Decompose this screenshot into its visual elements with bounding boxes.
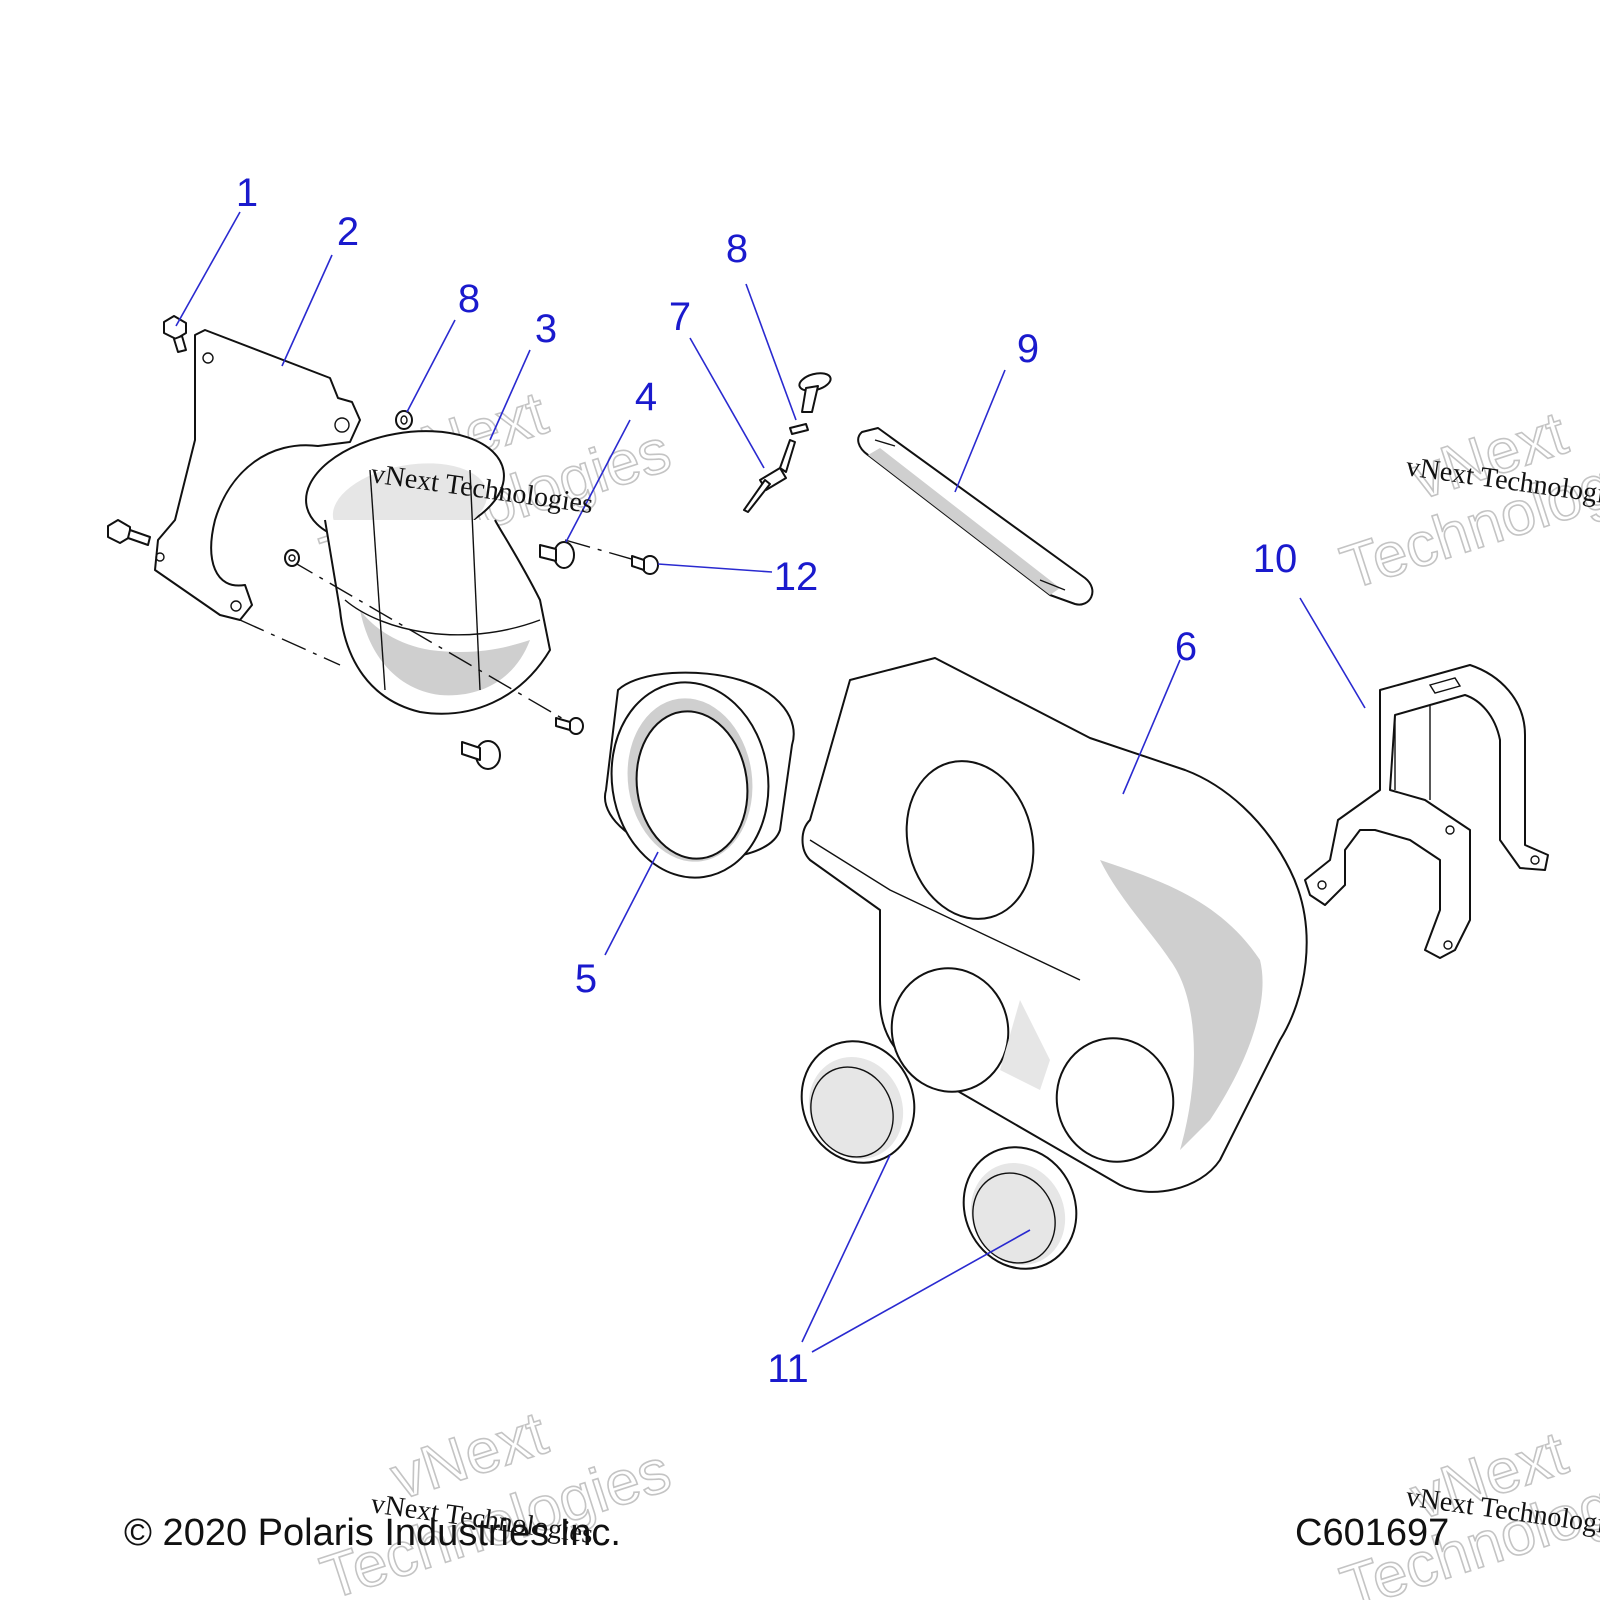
leader-7 (689, 337, 765, 469)
leader-8b (745, 283, 797, 421)
callout-10: 10 (1253, 537, 1298, 581)
leader-11a (801, 1154, 891, 1343)
callout-1: 1 (236, 171, 258, 215)
leader-2 (281, 254, 333, 367)
copyright-text: © 2020 Polaris Industries Inc. (124, 1512, 621, 1554)
callout-2: 2 (337, 210, 359, 254)
leader-8a (406, 319, 456, 413)
callout-11: 11 (767, 1347, 809, 1391)
callout-7: 7 (669, 295, 691, 339)
leader-4 (565, 419, 631, 543)
part-screw-bottom (461, 740, 501, 770)
callout-6: 6 (1175, 625, 1197, 669)
part-strap-9 (857, 427, 1094, 606)
leader-3 (489, 349, 531, 441)
leader-lines (175, 211, 1366, 1353)
part-grommet-11b (962, 1146, 1078, 1270)
part-airbox-housing-6 (801, 657, 1308, 1193)
part-bolt-left (107, 519, 151, 546)
callout-8b: 8 (726, 227, 748, 271)
centerline-2 (289, 559, 566, 721)
callout-12: 12 (774, 555, 819, 599)
part-grommet-11a (800, 1040, 916, 1164)
part-bolt-1 (163, 315, 187, 353)
callout-4: 4 (635, 375, 657, 419)
callout-8a: 8 (458, 277, 480, 321)
part-screw-4 (539, 541, 575, 569)
leader-9 (954, 369, 1006, 493)
part-washer-left (284, 549, 300, 567)
centerline-1 (239, 619, 341, 666)
callout-3: 3 (535, 307, 557, 351)
part-rivet-7 (743, 439, 796, 513)
part-bracket-plate (154, 329, 361, 621)
leader-10 (1299, 597, 1366, 709)
leader-1 (175, 211, 241, 327)
part-pin-bottom (555, 717, 584, 735)
part-coupler-ring-5 (603, 671, 795, 879)
part-washer-8b (789, 423, 809, 435)
callout-5: 5 (575, 957, 597, 1001)
part-push-pin-12 (631, 555, 659, 575)
watermark-bottom-left: vNext Technologies (312, 1398, 679, 1600)
leader-11b (811, 1229, 1031, 1353)
callout-9: 9 (1017, 327, 1039, 371)
leader-5 (604, 851, 659, 956)
part-washer-8a (395, 410, 413, 430)
part-mount-bracket-10 (1304, 664, 1549, 959)
part-intake-funnel (305, 430, 551, 715)
centerline-3 (564, 539, 636, 561)
leader-6 (1122, 659, 1181, 795)
part-rivet-cap (798, 372, 832, 413)
leader-12 (657, 563, 773, 573)
drawing-number: C601697 (1295, 1512, 1450, 1554)
callout-labels: 1 2 8 3 4 7 8 9 12 10 6 5 11 (236, 171, 1297, 1391)
